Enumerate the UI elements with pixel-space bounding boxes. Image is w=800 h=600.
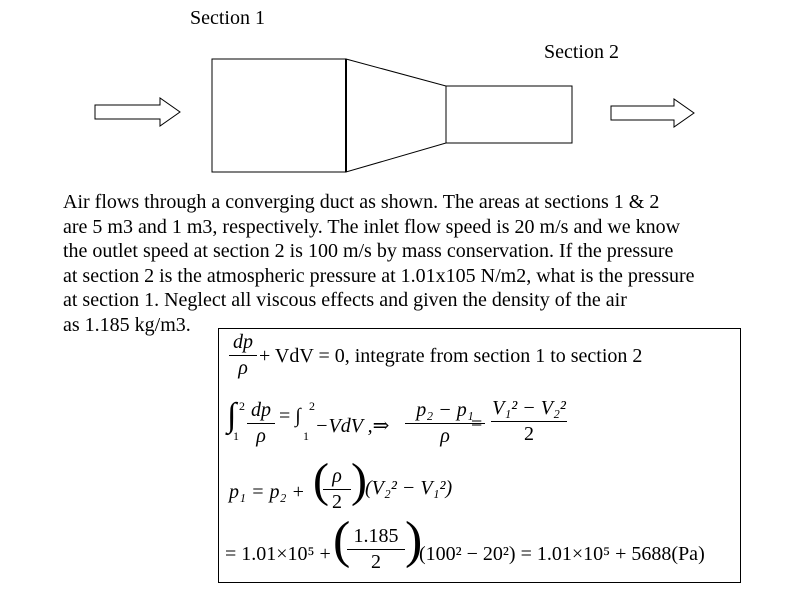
inlet-flow-arrow	[94, 97, 181, 127]
eq2-mid: = ∫	[279, 405, 301, 427]
problem-line-4: at section 2 is the atmospheric pressure…	[63, 264, 695, 287]
eq1-fraction: dp ρ	[229, 331, 257, 380]
eq2-int-upper: 2	[239, 399, 245, 413]
eq2-int-lower: 1	[233, 429, 239, 443]
eq1-numerator: dp	[233, 331, 253, 353]
eq2-fraction-3: V₁² − V₂² 2	[491, 397, 567, 446]
eq2-fraction-1: dp ρ	[247, 399, 275, 448]
eq2-equals: =	[471, 413, 483, 435]
eq2-frac2-numerator: p₂ − p₁	[416, 399, 474, 421]
converging-duct-diagram	[94, 58, 695, 173]
section-2-label: Section 2	[544, 41, 619, 63]
problem-line-2: are 5 m3 and 1 m3, respectively. The inl…	[63, 215, 681, 238]
eq4-denominator: 2	[371, 551, 381, 573]
eq4-paren-open: (	[333, 512, 351, 569]
eq4-rest: (100² − 20²) = 1.01×10⁵ + 5688(Pa)	[419, 543, 705, 565]
eq3-paren-open: (	[313, 454, 329, 507]
problem-line-3: the outlet speed at section 2 is 100 m/s…	[63, 240, 674, 262]
eq1-rest: + VdV = 0, integrate from section 1 to s…	[259, 345, 643, 367]
section-1-duct	[211, 58, 347, 173]
eq2-frac2-denominator: ρ	[440, 425, 450, 447]
integral-sign-1: ∫	[227, 397, 237, 434]
eq2-frac1-denominator: ρ	[256, 425, 266, 447]
eq2-fraction-2: p₂ − p₁ ρ	[405, 399, 485, 448]
eq3-fraction: ρ 2	[323, 465, 351, 514]
eq4-numerator: 1.185	[353, 525, 399, 547]
eq3-lhs: p₁ = p₂ +	[229, 481, 305, 503]
eq4-lhs: = 1.01×10⁵ +	[225, 543, 331, 565]
eq2-frac3-denominator: 2	[524, 423, 534, 445]
eq2-int2-upper: 2	[309, 399, 315, 413]
outlet-flow-arrow	[610, 98, 695, 128]
eq1-denominator: ρ	[238, 357, 248, 379]
problem-line-1: Air flows through a converging duct as s…	[63, 191, 660, 213]
equation-box: dp ρ + VdV = 0, integrate from section 1…	[218, 328, 741, 583]
eq4-paren-close: )	[405, 512, 423, 569]
eq3-numerator: ρ	[332, 465, 342, 487]
problem-line-6: as 1.185 kg/m3.	[63, 313, 191, 336]
eq2-frac1-numerator: dp	[251, 399, 271, 421]
eq2-rest: −VdV ,⇒	[315, 415, 390, 437]
eq2-frac3-numerator: V₁² − V₂²	[492, 397, 566, 419]
eq4-fraction: 1.185 2	[347, 525, 405, 574]
eq3-rest: (V₂² − V₁²)	[365, 477, 453, 499]
problem-line-5: at section 1. Neglect all viscous effect…	[63, 289, 627, 311]
section-2-duct	[445, 85, 573, 144]
problem-statement: Air flows through a converging duct as s…	[63, 190, 763, 337]
eq3-denominator: 2	[332, 491, 342, 513]
converging-section	[345, 58, 447, 173]
section-1-label: Section 1	[190, 7, 265, 29]
eq3-paren-close: )	[351, 454, 367, 507]
eq2-int2-lower: 1	[303, 429, 309, 443]
